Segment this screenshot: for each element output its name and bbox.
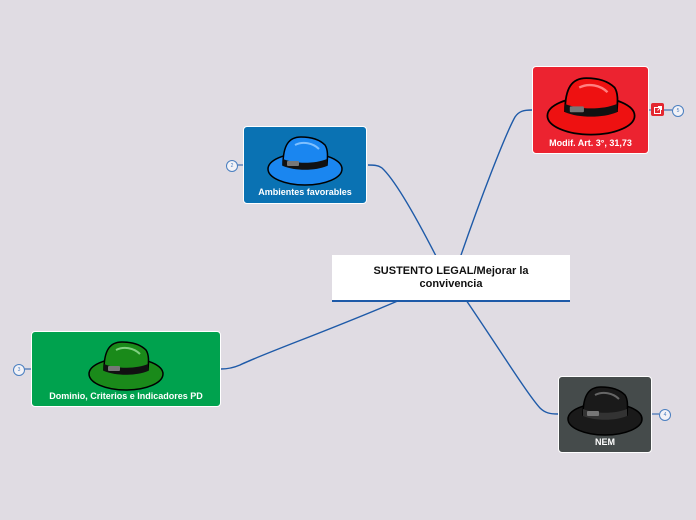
collapse-count[interactable]: 4 — [659, 409, 671, 421]
node-ambientes-favorables[interactable]: Ambientes favorables — [243, 126, 367, 204]
external-link-icon[interactable] — [651, 103, 664, 116]
node-nem[interactable]: NEM — [558, 376, 652, 453]
node-label: Modif. Art. 3°, 31,73 — [533, 138, 648, 148]
central-topic[interactable]: SUSTENTO LEGAL/Mejorar la convivencia — [332, 255, 570, 302]
hat-icon — [565, 381, 645, 437]
hat-icon — [543, 71, 639, 137]
connector-ambientes — [368, 165, 437, 258]
node-modif-art[interactable]: Modif. Art. 3°, 31,73 — [532, 66, 649, 154]
node-label: Dominio, Criterios e Indicadores PD — [32, 391, 220, 401]
collapse-count[interactable]: 5 — [672, 105, 684, 117]
collapse-count[interactable]: 3 — [13, 364, 25, 376]
node-dominio-criterios[interactable]: Dominio, Criterios e Indicadores PD — [31, 331, 221, 407]
node-label: Ambientes favorables — [244, 187, 366, 197]
node-label: NEM — [559, 437, 651, 447]
hat-icon — [86, 336, 166, 392]
collapse-count[interactable]: 2 — [226, 160, 238, 172]
hat-icon — [265, 131, 345, 187]
connector-modif — [460, 110, 532, 258]
connector-nem — [466, 300, 558, 414]
connector-dominio — [221, 300, 400, 369]
